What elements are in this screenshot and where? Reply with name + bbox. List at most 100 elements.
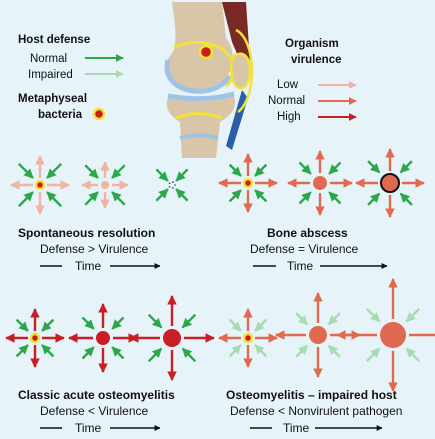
classic-stage-2-defense-arrow-0 <box>111 346 125 360</box>
femur-joint-cartilage <box>164 59 233 94</box>
abscess-stage-1-bacteria-focus <box>242 177 254 189</box>
spontaneous-stage-3-residual-dot <box>168 186 171 188</box>
virulence-normal-label: Normal <box>268 95 305 107</box>
spontaneous-stage-1-defense-arrow-2 <box>46 162 63 179</box>
abscess-stage-3-defense-arrow-3 <box>367 160 381 174</box>
spontaneous-stage-2-defense-arrow-2 <box>111 164 126 179</box>
virulence-title-2: virulence <box>291 54 342 66</box>
impaired-stage-1-defense-arrow-3 <box>228 318 242 332</box>
abscess-stage-3-defense-arrow-1 <box>367 192 381 206</box>
impaired-stage-1-defense-arrow-2 <box>254 318 268 332</box>
abscess-time-label: Time <box>287 259 314 273</box>
spontaneous-stage-3-residual-dot <box>172 181 174 183</box>
impaired-stage-3-defense-arrow-0 <box>405 347 421 363</box>
classic-stage-2-bacteria-focus <box>96 331 110 345</box>
spontaneous-stage-2-bacteria-focus <box>101 181 109 189</box>
impaired-stage-1-bacteria-focus <box>242 332 254 344</box>
spontaneous-stage-2-defense-arrow-1 <box>84 191 99 206</box>
abscess-stage-3-bacteria-focus <box>380 173 400 193</box>
abscess-stage-2-defense-arrow-2 <box>328 161 342 175</box>
legend-impaired-label: Impaired <box>28 69 73 81</box>
femur-bone <box>165 2 233 90</box>
abscess-stage-2-bacteria-focus <box>313 176 327 190</box>
classic-stage-2-defense-arrow-3 <box>81 316 95 330</box>
impaired-stage-2-defense-arrow-0 <box>327 344 341 358</box>
spontaneous-stage-3-residual-dot <box>174 184 176 186</box>
abscess-stage-3-defense-arrow-2 <box>399 160 413 174</box>
patella <box>230 52 252 90</box>
spontaneous-stage-3-residual-dot <box>172 187 174 189</box>
classic-relation: Defense < Virulence <box>40 404 149 418</box>
legend-bacteria-title-1: Metaphyseal <box>18 93 87 105</box>
spontaneous-stage-3-defense-arrow-3 <box>155 168 169 182</box>
spontaneous-stage-1-defense-arrow-1 <box>17 191 34 208</box>
virulence-title-1: Organism <box>285 38 339 50</box>
impaired-stage-3-defense-arrow-2 <box>405 307 421 323</box>
impaired-stage-2-defense-arrow-3 <box>295 312 309 326</box>
impaired-stage-3-defense-arrow-1 <box>365 347 381 363</box>
tibia-growth-plate-lower <box>179 133 219 140</box>
classic-stage-3-defense-arrow-3 <box>147 313 163 329</box>
abscess-stage-1-defense-arrow-2 <box>254 163 268 177</box>
spontaneous-relation: Defense > Virulence <box>40 242 149 256</box>
impaired-stage-1-defense-arrow-1 <box>228 344 242 358</box>
abscess-stage-1-defense-arrow-1 <box>228 189 242 203</box>
impaired-title: Osteomyelitis – impaired host <box>226 388 397 402</box>
spontaneous-stage-3-residual-dot <box>168 182 171 184</box>
spontaneous-stage-2-defense-arrow-0 <box>111 191 126 206</box>
virulence-low-label: Low <box>277 79 299 91</box>
classic-stage-2-defense-arrow-1 <box>81 346 95 360</box>
tibia-joint-cartilage <box>167 91 235 102</box>
classic-stage-1-defense-arrow-3 <box>15 318 29 332</box>
abscess-stage-1-defense-arrow-3 <box>228 163 242 177</box>
classic-stage-1-defense-arrow-1 <box>15 344 29 358</box>
tibia-growth-plate <box>175 112 223 120</box>
abscess-stage-1-defense-arrow-0 <box>254 189 268 203</box>
virulence-high-label: High <box>277 111 301 123</box>
tibia-bone <box>166 96 236 158</box>
spontaneous-stage-3-defense-arrow-0 <box>175 188 189 202</box>
spontaneous-stage-3-defense-arrow-2 <box>175 168 189 182</box>
legend-bacteria-icon <box>92 107 106 121</box>
classic-stage-1-defense-arrow-0 <box>41 344 55 358</box>
patellar-tendon <box>226 90 248 150</box>
spontaneous-stage-3-defense-arrow-1 <box>155 188 169 202</box>
spontaneous-stage-1-defense-arrow-3 <box>17 162 34 179</box>
metaphyseal-bacteria-in-bone <box>198 44 214 60</box>
impaired-time-label: Time <box>283 421 310 435</box>
classic-stage-3-defense-arrow-0 <box>181 347 197 363</box>
classic-stage-3-defense-arrow-1 <box>147 347 163 363</box>
classic-stage-1-defense-arrow-2 <box>41 318 55 332</box>
impaired-stage-3-bacteria-focus <box>380 322 406 348</box>
classic-stage-2-defense-arrow-2 <box>111 316 125 330</box>
classic-stage-1-bacteria-focus <box>29 332 41 344</box>
abscess-stage-2-defense-arrow-0 <box>328 191 342 205</box>
spontaneous-stage-1-defense-arrow-0 <box>46 191 63 208</box>
abscess-stage-3-defense-arrow-0 <box>399 192 413 206</box>
knee-illustration <box>164 2 254 158</box>
abscess-title: Bone abscess <box>267 226 348 240</box>
spontaneous-stage-1-bacteria-focus <box>34 179 46 191</box>
impaired-relation: Defense < Nonvirulent pathogen <box>230 404 402 418</box>
impaired-stage-2-defense-arrow-1 <box>295 344 309 358</box>
abscess-stage-2-defense-arrow-1 <box>298 191 312 205</box>
bacteria-defense-clusters <box>5 148 435 392</box>
impaired-stage-2-bacteria-focus <box>309 326 327 344</box>
legend-normal-label: Normal <box>30 53 67 65</box>
impaired-stage-1-defense-arrow-0 <box>254 344 268 358</box>
classic-time-label: Time <box>75 421 102 435</box>
abscess-relation: Defense = Virulence <box>250 242 359 256</box>
impaired-stage-3-defense-arrow-3 <box>365 307 381 323</box>
classic-title: Classic acute osteomyelitis <box>18 388 175 402</box>
classic-stage-3-defense-arrow-2 <box>181 313 197 329</box>
spontaneous-stage-2-defense-arrow-3 <box>84 164 99 179</box>
legend-bacteria-title-2: bacteria <box>38 109 83 121</box>
joint-capsule-outline <box>235 28 254 113</box>
impaired-stage-2-defense-arrow-2 <box>327 312 341 326</box>
spontaneous-time-label: Time <box>75 259 102 273</box>
abscess-stage-2-defense-arrow-3 <box>298 161 312 175</box>
legend-host-defense-title: Host defense <box>18 34 90 46</box>
classic-stage-3-bacteria-focus <box>163 329 181 347</box>
